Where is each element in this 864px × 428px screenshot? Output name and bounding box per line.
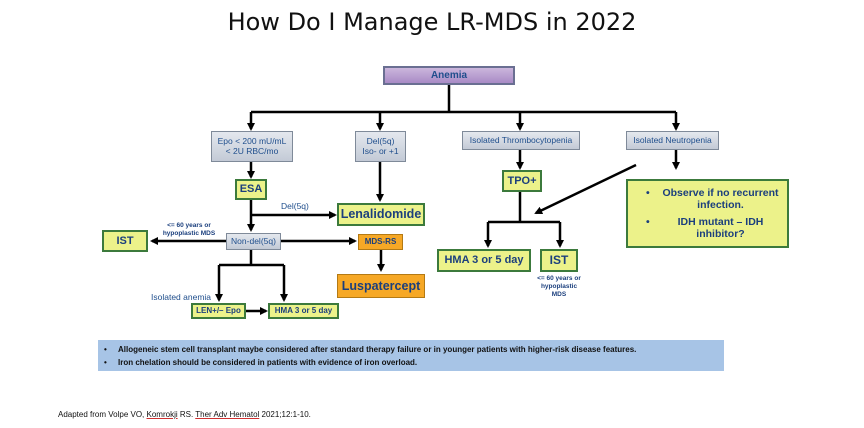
age-right-line3: MDS bbox=[551, 290, 567, 298]
note-iron-text: Iron chelation should be considered in p… bbox=[118, 358, 418, 367]
note-iron-bullet: • bbox=[104, 358, 107, 367]
luspatercept-node: Luspatercept bbox=[337, 274, 425, 298]
esa-node: ESA bbox=[235, 179, 267, 200]
note-transplant: • Allogeneic stem cell transplant maybe … bbox=[104, 343, 724, 356]
lenalidomide-label: Lenalidomide bbox=[340, 207, 422, 222]
observe-item: • Observe if no recurrent infection. bbox=[628, 187, 787, 211]
del5q-criteria-node: Del(5q) Iso- or +1 bbox=[355, 131, 406, 162]
del5q-criteria-line2: Iso- or +1 bbox=[362, 145, 399, 156]
mds-rs-label: MDS-RS bbox=[364, 237, 397, 247]
neutropenia-management-box: • Observe if no recurrent infection. • I… bbox=[626, 179, 789, 248]
lenalidomide-node: Lenalidomide bbox=[337, 203, 425, 226]
age-right-line1: <= 60 years or bbox=[537, 275, 581, 282]
esa-label: ESA bbox=[239, 183, 263, 196]
observe-bullet: • bbox=[646, 187, 650, 200]
hma-bottom-label: HMA 3 or 5 day bbox=[274, 306, 333, 316]
idh-bullet: • bbox=[646, 215, 650, 228]
del5q-criteria-line1: Del(5q) bbox=[366, 135, 395, 146]
isolated-anemia-label: Isolated anemia bbox=[151, 292, 212, 302]
citation-prefix: Adapted from Volpe VO, bbox=[58, 410, 147, 419]
epo-criteria-line2: < 2U RBC/mo bbox=[225, 145, 279, 156]
ist-left-node: IST bbox=[102, 230, 148, 252]
epo-criteria-node: Epo < 200 mU/mL < 2U RBC/mo bbox=[211, 131, 293, 162]
len-epo-label: LEN+/– Epo bbox=[196, 306, 241, 316]
citation-suffix: 2021;12:1-10. bbox=[259, 410, 311, 419]
citation: Adapted from Volpe VO, Komrokji RS. Ther… bbox=[58, 410, 311, 419]
thrombocytopenia-label: Isolated Thrombocytopenia bbox=[469, 134, 573, 145]
slide-title: How Do I Manage LR-MDS in 2022 bbox=[227, 8, 637, 36]
neutropenia-node: Isolated Neutropenia bbox=[626, 131, 719, 150]
ist-right-node: IST bbox=[540, 249, 578, 272]
tpo-label: TPO+ bbox=[507, 174, 537, 187]
age-left-line2: hypoplastic MDS bbox=[162, 229, 216, 237]
epo-criteria-line1: Epo < 200 mU/mL bbox=[217, 135, 287, 146]
neutropenia-label: Isolated Neutropenia bbox=[633, 134, 712, 145]
citation-author: Komrokji bbox=[146, 410, 178, 419]
thrombocytopenia-node: Isolated Thrombocytopenia bbox=[462, 131, 580, 150]
del5q-branch-label: Del(5q) bbox=[281, 201, 309, 211]
tpo-node: TPO+ bbox=[502, 170, 542, 192]
hma-bottom-node: HMA 3 or 5 day bbox=[268, 303, 339, 319]
hma-right-label: HMA 3 or 5 day bbox=[444, 254, 524, 267]
note-transplant-text: Allogeneic stem cell transplant maybe co… bbox=[118, 345, 637, 354]
age-criteria-left: <= 60 years or hypoplastic MDS bbox=[153, 222, 225, 238]
non-del5q-node: Non-del(5q) bbox=[226, 233, 281, 250]
observe-text: Observe if no recurrent infection. bbox=[662, 187, 779, 212]
idh-text: IDH mutant – IDH inhibitor? bbox=[677, 215, 764, 240]
citation-mid: RS. bbox=[177, 410, 196, 419]
note-iron-chelation: • Iron chelation should be considered in… bbox=[104, 356, 724, 369]
citation-journal: Ther Adv Hematol bbox=[195, 410, 260, 419]
age-criteria-right: <= 60 years or hypoplastic MDS bbox=[531, 275, 587, 298]
ist-right-label: IST bbox=[549, 252, 569, 267]
mds-rs-node: MDS-RS bbox=[358, 234, 403, 250]
non-del5q-label: Non-del(5q) bbox=[231, 235, 276, 246]
arrow-neutro-diagonal bbox=[534, 163, 637, 215]
len-epo-node: LEN+/– Epo bbox=[191, 303, 246, 319]
anemia-node: Anemia bbox=[383, 66, 515, 85]
age-left-line1: <= 60 years or bbox=[167, 222, 211, 229]
luspatercept-label: Luspatercept bbox=[341, 278, 421, 293]
note-transplant-bullet: • bbox=[104, 345, 107, 354]
anemia-label: Anemia bbox=[430, 69, 468, 81]
ist-left-label: IST bbox=[116, 234, 134, 247]
hma-right-node: HMA 3 or 5 day bbox=[437, 249, 531, 272]
notes-band: • Allogeneic stem cell transplant maybe … bbox=[98, 340, 724, 371]
age-right-line2: hypoplastic bbox=[540, 282, 578, 290]
idh-item: • IDH mutant – IDH inhibitor? bbox=[628, 212, 787, 240]
